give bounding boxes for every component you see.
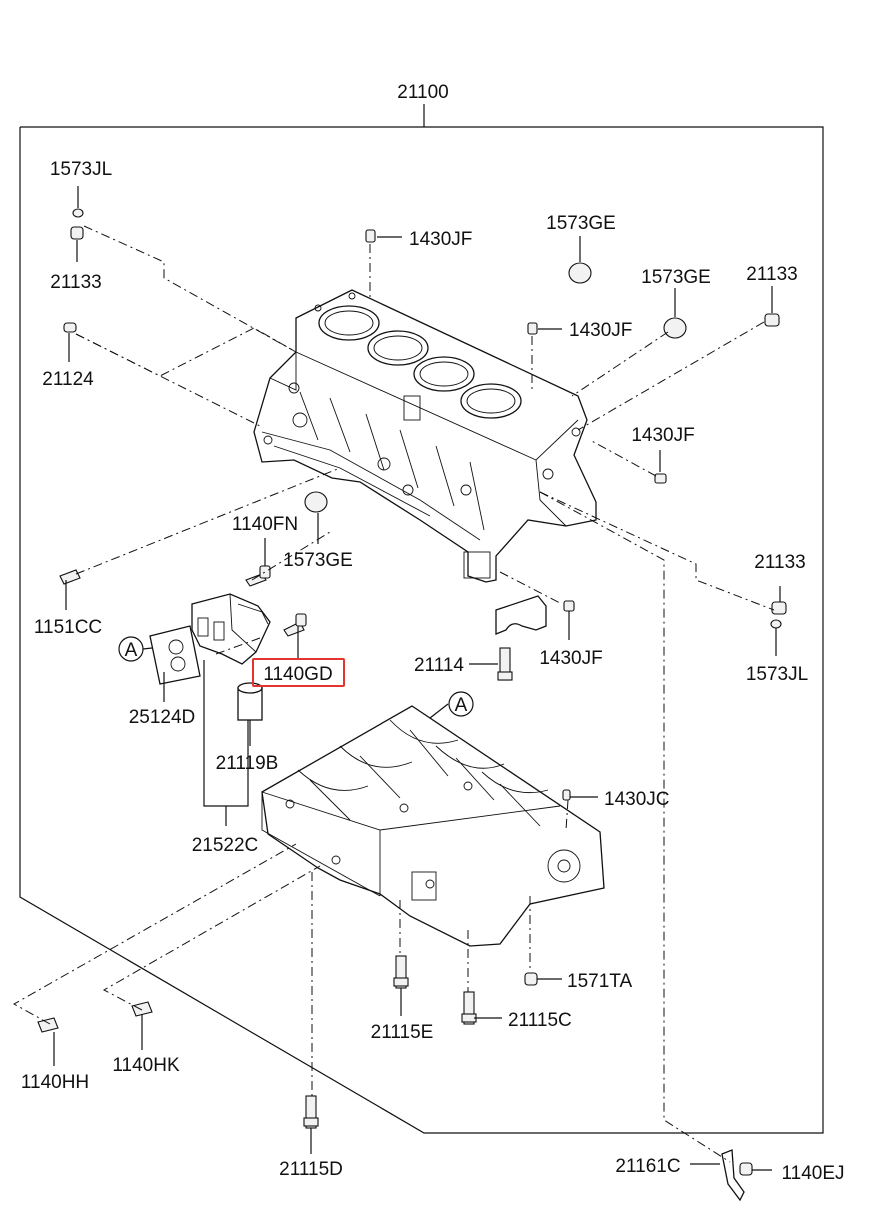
label-plug-top-mid[interactable]: 1573GE — [546, 213, 616, 234]
label-bolt-right-lower[interactable]: 21133 — [754, 552, 805, 573]
label-plug-top-left[interactable]: 1573JL — [50, 159, 112, 180]
ref-a-right: A — [455, 695, 468, 716]
label-bracket[interactable]: 21161C — [615, 1156, 680, 1177]
label-pin-mid[interactable]: 1430JF — [569, 320, 632, 341]
label-bolt-ej[interactable]: 1140EJ — [781, 1163, 844, 1184]
alignment-lines — [12, 225, 775, 1163]
label-bolt-highlighted[interactable]: 1140GD — [263, 664, 332, 685]
label-bolt-oil-upper[interactable]: 1140FN — [232, 514, 298, 535]
oil-filter-element[interactable] — [237, 682, 263, 721]
oil-filter-gasket[interactable] — [149, 625, 201, 685]
label-gasket[interactable]: 25124D — [129, 707, 196, 728]
label-bolt-d[interactable]: 21115D — [279, 1159, 343, 1180]
assembly-frame — [19, 104, 824, 1134]
label-bolt-left-block[interactable]: 1151CC — [34, 617, 102, 638]
label-oil-cooler-assy[interactable]: 21522C — [192, 835, 259, 856]
label-bolt-top-right[interactable]: 21133 — [746, 264, 797, 285]
label-bearing-bolt[interactable]: 21114 — [414, 655, 464, 676]
highlight-box — [252, 658, 345, 687]
label-bolt-top-left[interactable]: 21133 — [50, 272, 101, 293]
part-labels: 21100 1573JL 21133 21124 1430JF 1573GE 1… — [21, 82, 845, 1184]
label-pin-top[interactable]: 1430JF — [409, 229, 472, 250]
ref-a-left: A — [125, 640, 138, 661]
label-pin-right[interactable]: 1430JF — [631, 425, 694, 446]
label-plug-front[interactable]: 1573GE — [283, 550, 353, 571]
label-pin-ladder[interactable]: 1430JC — [604, 789, 670, 810]
label-bolt-hh[interactable]: 1140HH — [21, 1072, 89, 1093]
ref-circle-left — [118, 636, 144, 662]
reference-markers: A A — [118, 636, 474, 717]
label-plug-top-right[interactable]: 1573GE — [641, 267, 711, 288]
label-plug-right-lower[interactable]: 1573JL — [746, 664, 808, 685]
label-bolt-hk[interactable]: 1140HK — [112, 1055, 180, 1076]
ref-circle-right — [448, 691, 474, 717]
label-filter[interactable]: 21119B — [216, 753, 279, 774]
label-pin-left[interactable]: 21124 — [42, 369, 94, 390]
label-plug-ladder[interactable]: 1571TA — [567, 971, 632, 992]
ladder-frame[interactable] — [261, 705, 605, 947]
label-pin-bearing-cap[interactable]: 1430JF — [539, 648, 602, 669]
label-bolt-ladder-e[interactable]: 21115E — [371, 1022, 434, 1043]
label-assembly[interactable]: 21100 — [397, 82, 448, 103]
cylinder-block[interactable] — [253, 289, 597, 583]
oil-filter-housing[interactable] — [191, 593, 271, 665]
leader-lines — [53, 186, 781, 1171]
label-bolt-ladder-c[interactable]: 21115C — [508, 1010, 572, 1031]
